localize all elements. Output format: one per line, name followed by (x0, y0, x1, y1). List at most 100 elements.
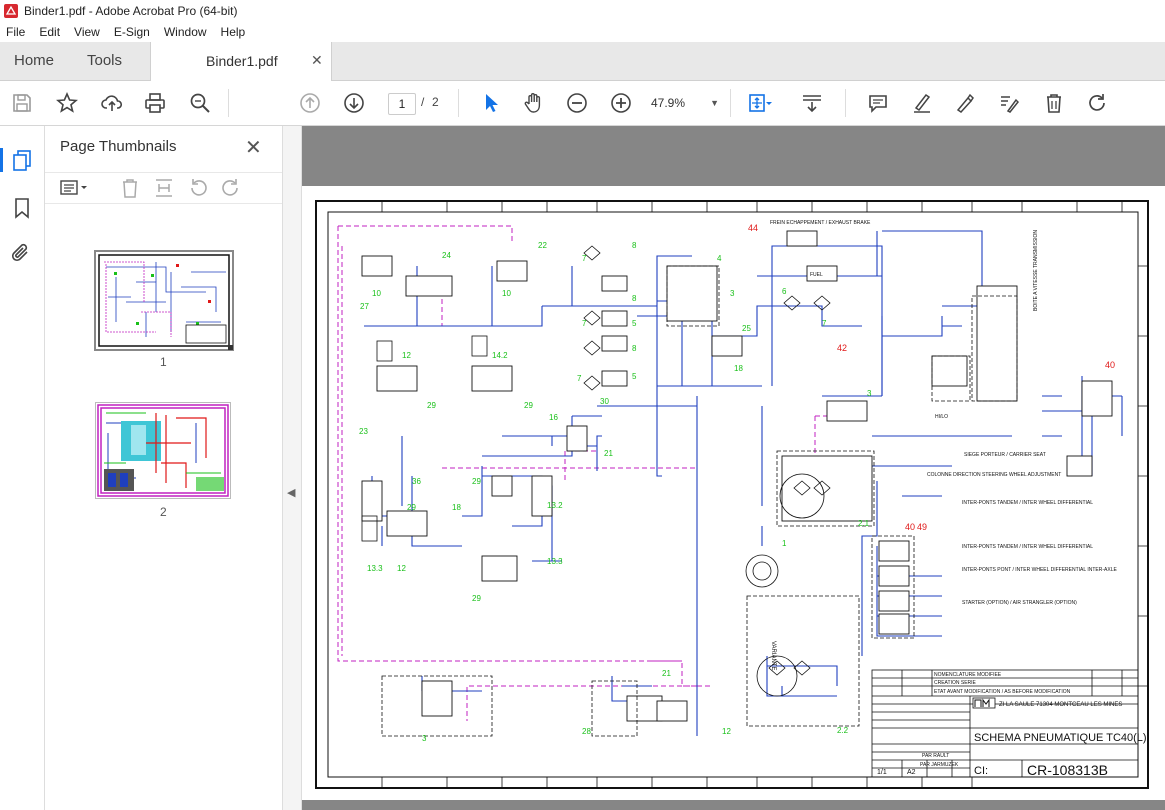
attachments-paperclip-icon[interactable] (10, 241, 34, 265)
select-cursor-icon[interactable] (479, 91, 503, 115)
svg-text:10: 10 (372, 289, 381, 298)
svg-text:14.2: 14.2 (492, 351, 508, 360)
tab-document-label: Binder1.pdf (206, 53, 278, 69)
menu-view[interactable]: View (74, 25, 100, 39)
svg-text:8: 8 (632, 344, 637, 353)
delete-trash-icon[interactable] (1042, 91, 1066, 115)
rotate-right-icon[interactable] (220, 177, 242, 199)
menu-help[interactable]: Help (220, 25, 246, 39)
svg-text:21: 21 (662, 669, 671, 678)
svg-text:3: 3 (422, 734, 427, 743)
panel-collapse-strip: ◀ (283, 126, 302, 810)
title-rev-2: CREATION SERIE (934, 680, 977, 686)
svg-text:27: 27 (360, 302, 369, 311)
bookmarks-icon[interactable] (10, 196, 34, 220)
hand-tool-icon[interactable] (522, 91, 546, 115)
svg-text:16: 16 (549, 413, 558, 422)
thumbnail-1-preview (98, 254, 230, 347)
draw-sign-icon[interactable] (953, 91, 977, 115)
previous-page-icon[interactable] (298, 91, 322, 115)
panel-toolbar (45, 172, 282, 204)
zoom-level-select[interactable]: 47.9% ▼ (651, 93, 719, 113)
zoom-out-icon[interactable] (565, 91, 589, 115)
upload-cloud-icon[interactable] (100, 91, 124, 115)
svg-text:49: 49 (917, 522, 927, 532)
svg-text:29: 29 (407, 503, 416, 512)
chevron-down-icon: ▼ (710, 98, 719, 108)
label-diff-3: INTER-PONTS PONT / INTER WHEEL DIFFERENT… (962, 567, 1117, 573)
title-schema: SCHEMA PNEUMATIQUE TC40(L) (974, 732, 1147, 744)
svg-text:13.3: 13.3 (367, 564, 383, 573)
scroll-mode-icon[interactable] (800, 91, 824, 115)
svg-text:12: 12 (397, 564, 406, 573)
menu-file[interactable]: File (6, 25, 26, 39)
svg-text:44: 44 (748, 223, 758, 233)
svg-text:29: 29 (524, 401, 533, 410)
tab-home[interactable]: Home (14, 52, 55, 69)
svg-text:28: 28 (582, 727, 591, 736)
svg-text:5: 5 (632, 372, 637, 381)
acrobat-app-icon (4, 4, 18, 18)
label-transmission: BOITE A VITESSE TRANSMISSION (1033, 230, 1039, 311)
page-thumbnail-1[interactable] (94, 250, 234, 351)
svg-text:23: 23 (359, 427, 368, 436)
svg-text:21: 21 (604, 449, 613, 458)
svg-text:7: 7 (822, 319, 827, 328)
thumbnail-resize-handle[interactable] (228, 345, 233, 350)
menu-edit[interactable]: Edit (39, 25, 61, 39)
page-thumbnail-2[interactable] (95, 402, 231, 499)
svg-text:8: 8 (632, 241, 637, 250)
delete-page-icon[interactable] (119, 177, 141, 199)
svg-text:40: 40 (1105, 360, 1115, 370)
svg-text:29: 29 (472, 477, 481, 486)
chevron-down-icon[interactable] (764, 91, 774, 115)
svg-text:36: 36 (412, 477, 421, 486)
print-icon[interactable] (143, 91, 167, 115)
close-panel-icon[interactable]: ✕ (245, 137, 262, 159)
extract-page-icon[interactable] (153, 177, 175, 199)
title-bar: Binder1.pdf - Adobe Acrobat Pro (64-bit) (0, 0, 1165, 22)
svg-text:1: 1 (782, 539, 787, 548)
fit-page-icon[interactable] (745, 91, 769, 115)
svg-text:2.1: 2.1 (858, 519, 870, 528)
svg-text:29: 29 (472, 594, 481, 603)
svg-text:30: 30 (600, 397, 609, 406)
menu-window[interactable]: Window (163, 25, 207, 39)
save-icon[interactable] (10, 91, 34, 115)
svg-text:7: 7 (577, 374, 582, 383)
menu-esign[interactable]: E-Sign (113, 25, 150, 39)
label-starter: STARTER (OPTION) / AIR STRANGLER (OPTION… (962, 600, 1077, 606)
rotate-left-icon[interactable] (187, 177, 209, 199)
next-page-icon[interactable] (342, 91, 366, 115)
zoom-in-icon[interactable] (609, 91, 633, 115)
label-steering: COLONNE DIRECTION STEERING WHEEL ADJUSTM… (927, 472, 1061, 478)
svg-text:18: 18 (452, 503, 461, 512)
toolbar-divider (730, 89, 731, 117)
svg-text:2.2: 2.2 (837, 726, 849, 735)
thumbnail-2-label: 2 (160, 505, 167, 519)
toolbar-divider (228, 89, 229, 117)
label-fuel: FUEL (810, 272, 823, 278)
page-number-input[interactable]: 1 (388, 93, 416, 115)
thumbnail-options-icon[interactable] (59, 177, 87, 199)
zoom-level-value: 47.9% (651, 96, 686, 110)
rotate-icon[interactable] (1086, 91, 1110, 115)
tab-document[interactable]: Binder1.pdf ✕ (150, 42, 332, 81)
collapse-panel-icon[interactable]: ◀ (287, 487, 296, 499)
fill-sign-icon[interactable] (997, 91, 1021, 115)
toolbar-divider (845, 89, 846, 117)
close-tab-icon[interactable]: ✕ (311, 52, 323, 68)
bookmark-star-icon[interactable] (55, 91, 79, 115)
svg-text:6: 6 (782, 287, 787, 296)
find-search-icon[interactable] (188, 91, 212, 115)
highlight-pen-icon[interactable] (910, 91, 934, 115)
svg-text:4: 4 (717, 254, 722, 263)
svg-text:12: 12 (722, 727, 731, 736)
tab-bar: Home Tools Binder1.pdf ✕ (0, 42, 1165, 81)
page-thumbnails-icon[interactable] (0, 148, 44, 172)
comment-icon[interactable] (866, 91, 890, 115)
svg-text:3: 3 (867, 389, 872, 398)
svg-text:12: 12 (402, 351, 411, 360)
tab-tools[interactable]: Tools (87, 52, 123, 69)
